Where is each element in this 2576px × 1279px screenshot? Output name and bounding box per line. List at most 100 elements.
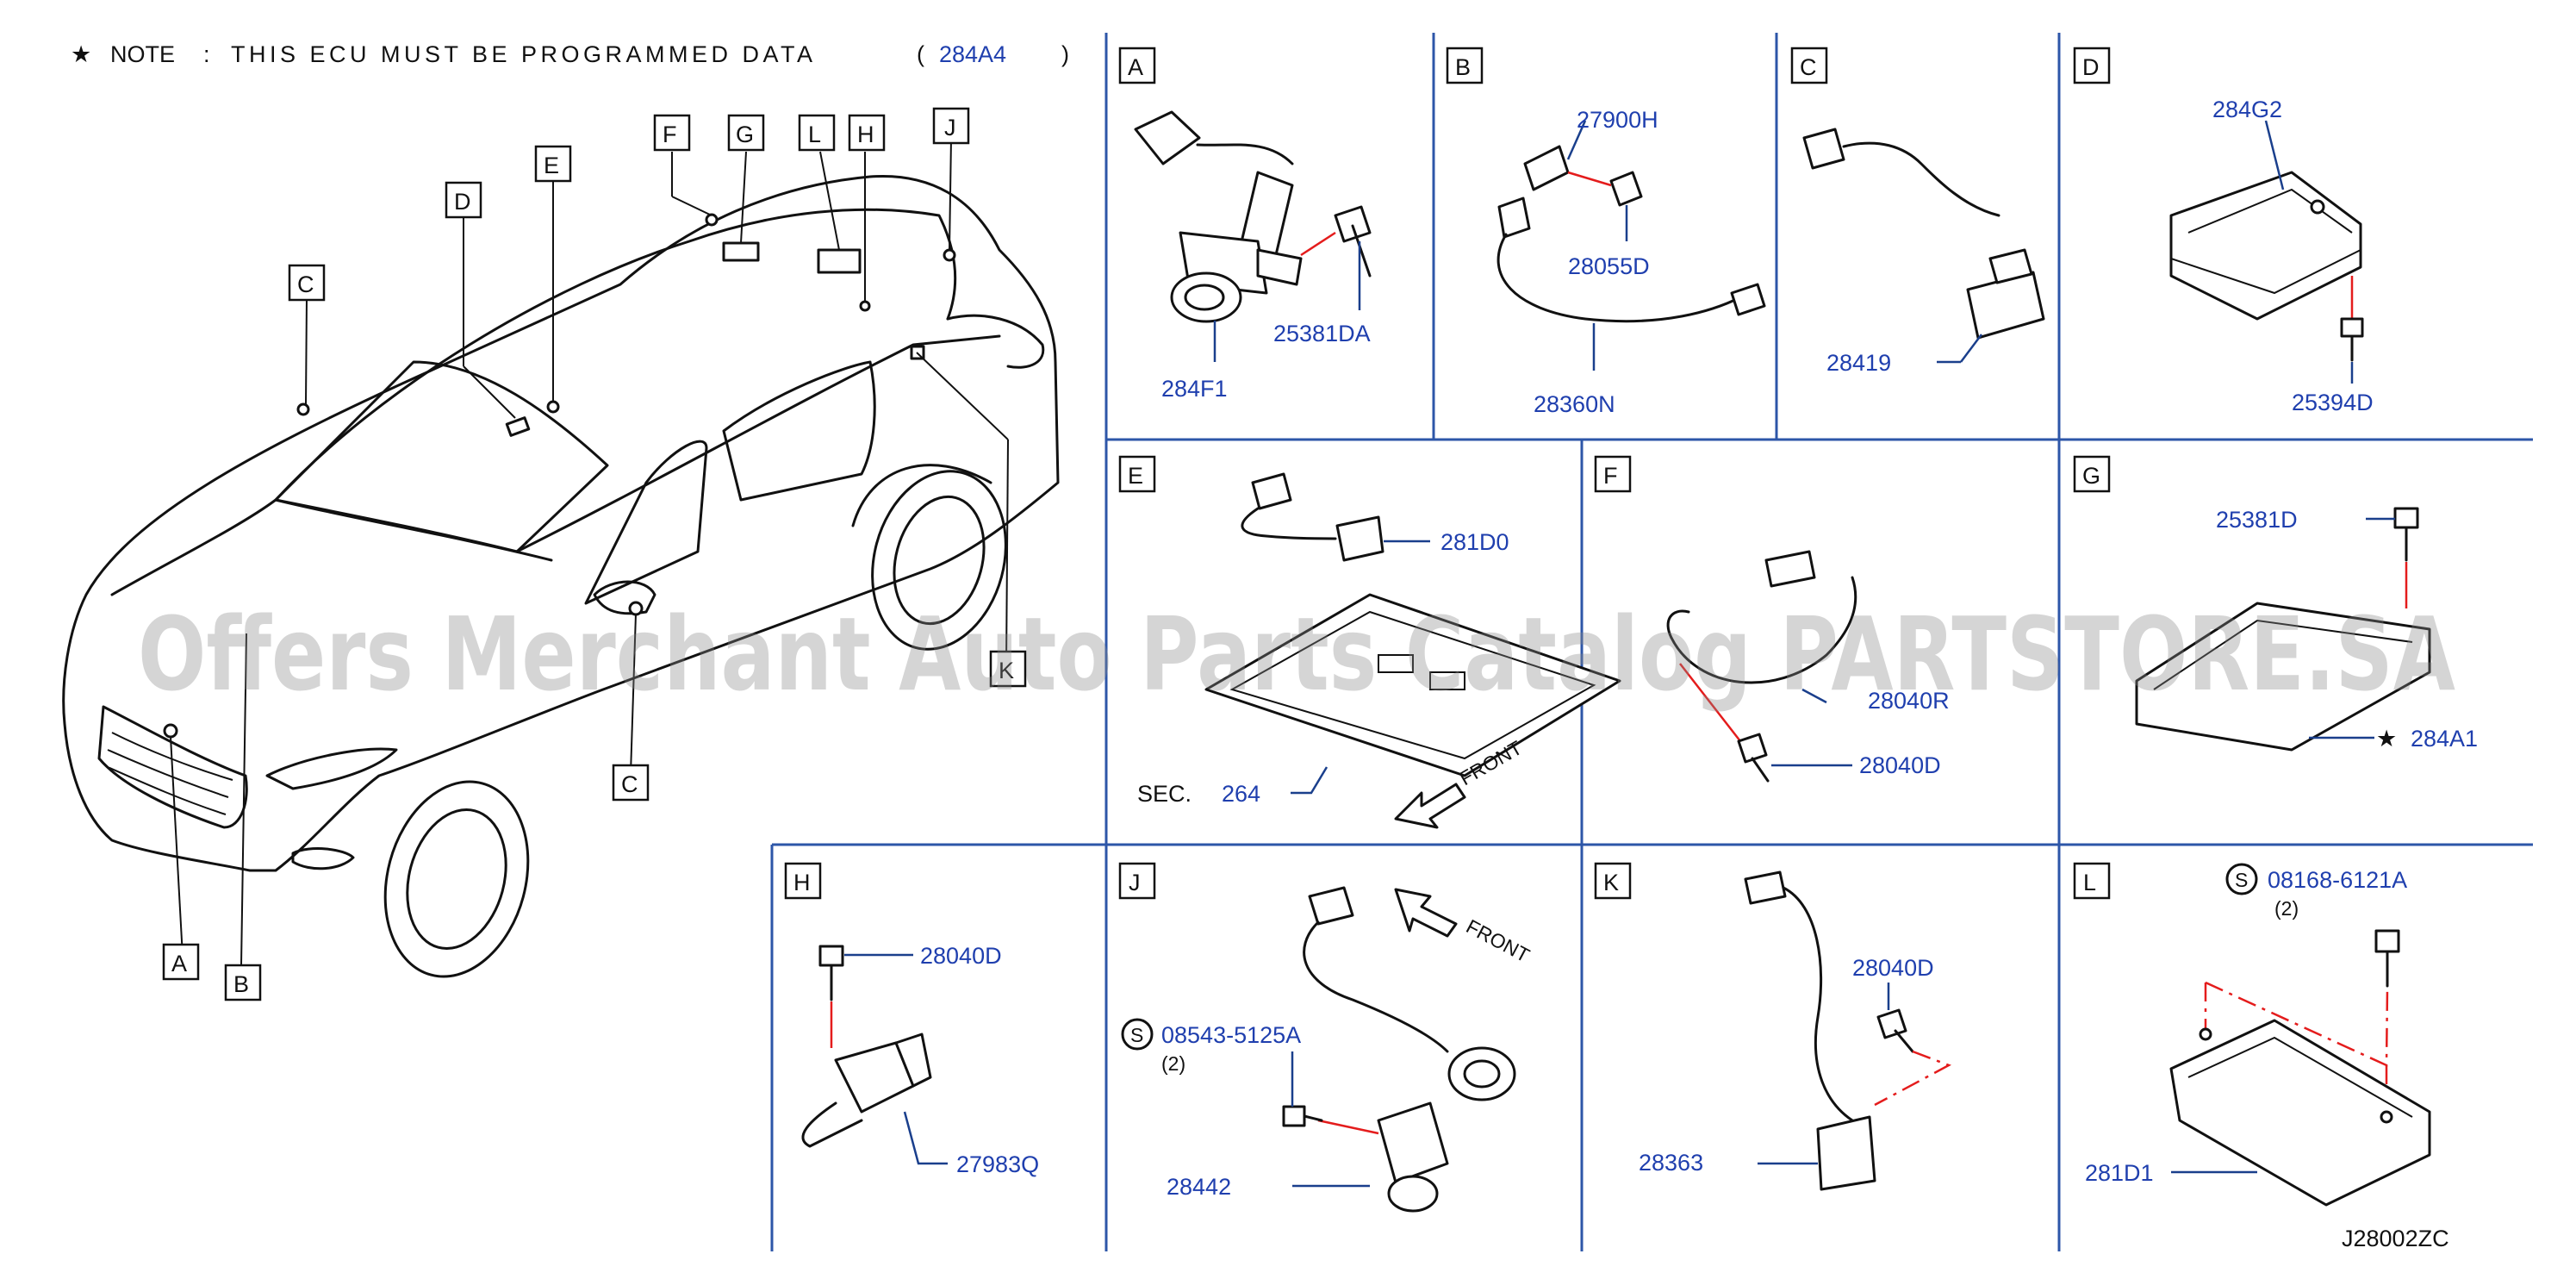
panel-letter-G: G <box>2082 463 2100 489</box>
front-arrow-E <box>1394 783 1466 829</box>
part-number-28055D[interactable]: 28055D <box>1568 253 1650 279</box>
panel-J: J S 08543-5125A (2) 28442 FRONT <box>1118 862 1534 1213</box>
panel-letter-K: K <box>1603 870 1619 895</box>
callout-J[interactable]: J <box>932 107 970 145</box>
part-281D0-body <box>1335 515 1384 562</box>
harness-28360N <box>1496 233 1742 323</box>
callout-E[interactable]: E <box>534 145 572 183</box>
part-number-08543-5125A[interactable]: 08543-5125A <box>1161 1022 1301 1048</box>
panel-K: K 28040D 28363 <box>1594 862 1952 1191</box>
part-number-27900H[interactable]: 27900H <box>1577 107 1658 133</box>
note-part-number[interactable]: 284A4 <box>939 41 1006 67</box>
car-windshield <box>274 360 609 553</box>
part-number-27983Q[interactable]: 27983Q <box>956 1151 1039 1177</box>
note-star: ★ <box>71 41 91 67</box>
panel-letter-D: D <box>2082 54 2100 80</box>
car-rear-window <box>722 360 876 502</box>
qty-L: (2) <box>2274 897 2299 920</box>
bolt-08543-5125A <box>1282 1105 1306 1127</box>
panel-letter-C: C <box>1800 54 1817 80</box>
callout-F[interactable]: F <box>653 114 691 152</box>
callout-H[interactable]: H <box>848 114 886 152</box>
sec-number-264[interactable]: 264 <box>1222 781 1260 807</box>
panel-letter-L: L <box>2083 870 2096 895</box>
note-label: NOTE <box>110 41 175 67</box>
part-number-28360N[interactable]: 28360N <box>1534 391 1615 417</box>
panel-D: D 284G2 25394D <box>2073 47 2374 415</box>
panel-C: C 28419 <box>1790 47 2045 376</box>
svg-text:S: S <box>2235 869 2248 891</box>
svg-text:J: J <box>944 115 956 140</box>
panel-letter-A: A <box>1128 54 1143 80</box>
ecu-note: ★ NOTE : THIS ECU MUST BE PROGRAMMED DAT… <box>71 41 1069 67</box>
panel-letter-F: F <box>1603 463 1618 489</box>
car-grille <box>97 705 248 829</box>
car-trunk <box>946 314 1045 369</box>
panel-G: G 25381D ★ 284A1 <box>2073 455 2478 752</box>
callout-A[interactable]: A <box>162 943 200 981</box>
panel-F: F 28040R 28040D <box>1594 455 1950 783</box>
svg-text:E: E <box>544 153 559 178</box>
part-number-28442[interactable]: 28442 <box>1167 1174 1231 1200</box>
part-number-284G2[interactable]: 284G2 <box>2212 97 2282 122</box>
callout-D[interactable]: D <box>445 181 482 219</box>
screw-symbol-J: S <box>1121 1018 1154 1051</box>
note-text: THIS ECU MUST BE PROGRAMMED DATA <box>231 41 812 67</box>
part-number-281D0[interactable]: 281D0 <box>1440 529 1509 555</box>
svg-text:S: S <box>1130 1024 1143 1046</box>
svg-text:L: L <box>808 122 821 147</box>
screw-25381DA <box>1334 205 1372 243</box>
car-body-outline <box>62 174 1060 872</box>
qty-J: (2) <box>1161 1052 1185 1075</box>
callout-L[interactable]: L <box>798 114 836 152</box>
part-number-25394D[interactable]: 25394D <box>2292 390 2374 415</box>
car-side-mirror <box>593 580 656 615</box>
svg-text:D: D <box>454 189 471 215</box>
sec-label: SEC. <box>1137 781 1192 807</box>
part-number-28040D-K[interactable]: 28040D <box>1852 955 1934 981</box>
svg-text:C: C <box>297 271 314 297</box>
car-hood <box>110 498 553 596</box>
part-number-08168-6121A[interactable]: 08168-6121A <box>2268 867 2407 893</box>
part-number-284F1[interactable]: 284F1 <box>1161 376 1228 402</box>
svg-text:C: C <box>621 771 638 797</box>
car-headlight <box>265 747 398 790</box>
callout-B[interactable]: B <box>224 964 262 1001</box>
part-number-28363[interactable]: 28363 <box>1639 1150 1703 1176</box>
part-number-281D1[interactable]: 281D1 <box>2085 1160 2154 1186</box>
vehicle-overview: A B C C D E F G L H J K <box>62 107 1060 1001</box>
part-number-25381D[interactable]: 25381D <box>2216 507 2298 533</box>
callout-G[interactable]: G <box>727 114 765 152</box>
watermark-text: Offers Merchant Auto Parts Catalog PARTS… <box>138 595 2455 714</box>
note-colon: : <box>203 41 210 67</box>
part-284G2-bracket <box>2169 171 2362 321</box>
panel-A: A 25381DA 284F1 <box>1118 47 1372 402</box>
svg-text:G: G <box>736 122 754 147</box>
bolt-28040D-K <box>1876 1008 1907 1039</box>
star-284A1: ★ <box>2376 726 2397 752</box>
bolt-25381D <box>2393 507 2419 529</box>
part-number-28419[interactable]: 28419 <box>1826 350 1891 376</box>
panel-letter-B: B <box>1455 54 1471 80</box>
panel-H: H 28040D 27983Q <box>784 862 1039 1177</box>
bolt-28040D-H <box>818 945 844 967</box>
part-number-28040R[interactable]: 28040R <box>1868 688 1950 714</box>
car-front-window <box>584 440 708 605</box>
screw-symbol-L: S <box>2225 863 2258 895</box>
part-number-25381DA[interactable]: 25381DA <box>1273 321 1371 346</box>
panel-L: L S 08168-6121A (2) 281D1 <box>2073 862 2431 1207</box>
bolt-28055D <box>1609 171 1643 207</box>
callout-C-top[interactable]: C <box>288 264 326 302</box>
panel-letter-E: E <box>1128 463 1143 489</box>
overhead-console <box>1204 593 1621 777</box>
panel-letter-J: J <box>1129 870 1141 895</box>
part-number-28040D-H[interactable]: 28040D <box>920 943 1002 969</box>
part-number-28040D-F[interactable]: 28040D <box>1859 752 1941 778</box>
part-number-284A1[interactable]: 284A1 <box>2411 726 2478 752</box>
bolt-25394D <box>2340 317 2364 338</box>
bolt-28040D-F <box>1737 733 1768 764</box>
callout-C-bottom[interactable]: C <box>612 764 650 802</box>
panel-letter-H: H <box>793 870 811 895</box>
callout-K[interactable]: K <box>989 650 1027 688</box>
